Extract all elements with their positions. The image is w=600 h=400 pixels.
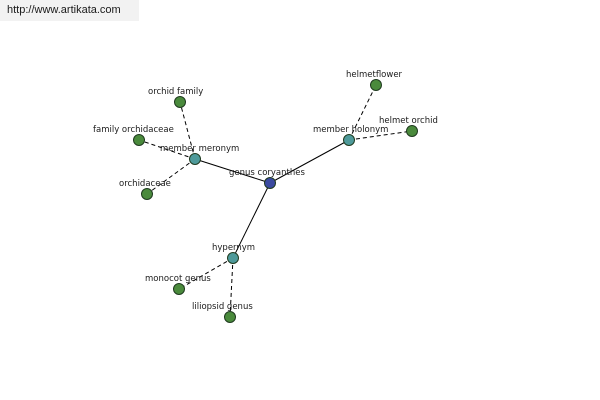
edge-center-to-meronym: [194, 158, 271, 184]
edge-holonym-to-helmet-orchid: [348, 130, 413, 141]
edge-meronym-to-orchid-family: [179, 101, 196, 160]
node-orchidaceae[interactable]: [141, 188, 153, 200]
nodes-layer: [133, 79, 418, 323]
node-label-orchid-family: orchid family: [148, 87, 203, 97]
node-label-orchidaceae: orchidaceae: [119, 179, 171, 189]
node-helmet-orchid[interactable]: [406, 125, 418, 137]
node-hypernym[interactable]: [227, 252, 239, 264]
node-label-hypernym: hypernym: [212, 243, 255, 253]
node-monocot-genus[interactable]: [173, 283, 185, 295]
edge-center-to-hypernym: [232, 182, 271, 259]
edge-center-to-holonym: [269, 139, 350, 184]
edge-holonym-to-helmetflower: [348, 84, 377, 141]
edge-meronym-to-orchidaceae: [146, 158, 196, 195]
node-label-helmet-orchid: helmet orchid: [379, 116, 438, 126]
node-label-center: genus coryanthes: [229, 168, 305, 178]
node-label-liliopsid-genus: liliopsid genus: [192, 302, 253, 312]
edges-layer: [138, 84, 413, 318]
node-label-monocot-genus: monocot genus: [145, 274, 211, 284]
node-label-helmetflower: helmetflower: [346, 70, 403, 80]
node-helmetflower[interactable]: [370, 79, 382, 91]
node-holonym[interactable]: [343, 134, 355, 146]
edge-hypernym-to-liliopsid-genus: [229, 257, 234, 318]
labels-layer: genus coryanthes member meronym member hol…: [93, 70, 438, 312]
node-meronym[interactable]: [189, 153, 201, 165]
edge-meronym-to-family-orchidaceae: [138, 139, 196, 160]
node-center[interactable]: [264, 177, 276, 189]
site-url-link[interactable]: http://www.artikata.com: [7, 4, 121, 16]
node-label-meronym: member meronym: [160, 144, 239, 154]
node-label-holonym: member holonym: [313, 125, 388, 135]
node-orchid-family[interactable]: [174, 96, 186, 108]
url-banner: http://www.artikata.com: [0, 0, 139, 21]
node-label-family-orchidaceae: family orchidaceae: [93, 125, 174, 135]
edge-hypernym-to-monocot-genus: [178, 257, 234, 290]
node-liliopsid-genus[interactable]: [224, 311, 236, 323]
node-family-orchidaceae[interactable]: [133, 134, 145, 146]
